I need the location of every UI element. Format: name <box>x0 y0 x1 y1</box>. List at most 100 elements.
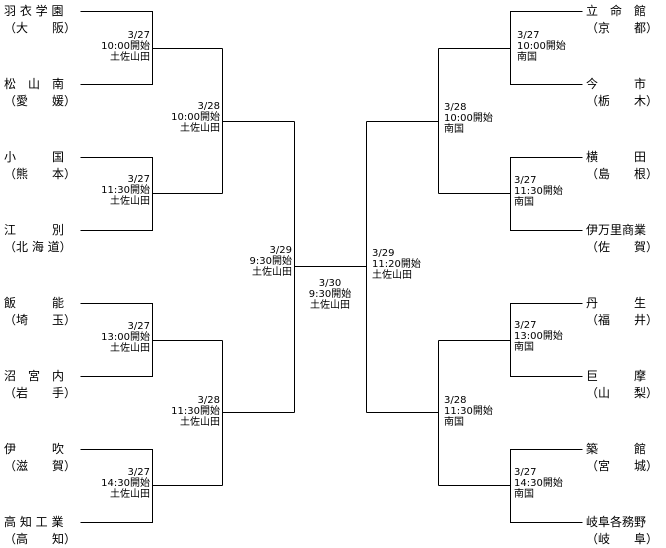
match-time: 14:30開始 <box>101 478 150 489</box>
team-prefecture: （福 井） <box>586 313 659 327</box>
match-time: 11:30開始 <box>101 185 150 196</box>
match-venue: 土佐山田 <box>372 270 412 281</box>
match-time: 10:00開始 <box>444 113 493 124</box>
match-date: 3/27 <box>514 467 537 478</box>
match-venue: 土佐山田 <box>310 300 350 311</box>
final-match: 3/30 9:30開始 土佐山田 <box>298 278 362 311</box>
team-prefecture: （滋 賀） <box>4 459 77 473</box>
left-r1-match-4: 3/27 14:30開始 土佐山田 <box>90 467 150 500</box>
match-time: 10:00開始 <box>171 112 220 123</box>
match-date: 3/29 <box>269 245 292 256</box>
team-name: 岐阜各務野 <box>586 515 647 529</box>
bracket-line-lsf <box>294 121 367 413</box>
team-prefecture: （北 海 道） <box>4 240 72 254</box>
team-name: 江 別 <box>4 223 65 237</box>
match-time: 9:30開始 <box>308 289 352 300</box>
match-venue: 土佐山田 <box>110 343 150 354</box>
team-prefecture: （愛 媛） <box>4 94 77 108</box>
right-r1-match-2: 3/27 11:30開始 南国 <box>514 175 578 208</box>
match-time: 11:20開始 <box>372 259 421 270</box>
match-venue: 南国 <box>517 52 537 63</box>
match-venue: 南国 <box>514 197 534 208</box>
match-venue: 土佐山田 <box>110 52 150 63</box>
match-date: 3/27 <box>514 320 537 331</box>
team-prefecture: （岐 阜） <box>586 532 659 546</box>
match-time: 13:00開始 <box>514 331 563 342</box>
team-prefecture: （高 知） <box>4 532 77 546</box>
bracket-line-l2-b <box>222 340 295 486</box>
team-name: 伊 吹 <box>4 442 65 456</box>
match-venue: 土佐山田 <box>110 196 150 207</box>
team-name: 羽 衣 学 園 <box>4 4 64 18</box>
left-r1-match-1: 3/27 10:00開始 土佐山田 <box>90 30 150 63</box>
team-name: 丹 生 <box>586 296 647 310</box>
match-venue: 土佐山田 <box>110 489 150 500</box>
bracket-line-l1-c <box>80 303 223 377</box>
match-venue: 土佐山田 <box>180 417 220 428</box>
right-semifinal: 3/29 11:20開始 土佐山田 <box>372 248 436 281</box>
left-r1-match-2: 3/27 11:30開始 土佐山田 <box>90 174 150 207</box>
match-time: 14:30開始 <box>514 478 563 489</box>
match-date: 3/28 <box>444 395 467 406</box>
match-venue: 土佐山田 <box>180 123 220 134</box>
left-r2-match-1: 3/28 10:00開始 土佐山田 <box>160 101 220 134</box>
team-prefecture: （栃 木） <box>586 94 659 108</box>
match-time: 11:30開始 <box>171 406 220 417</box>
team-prefecture: （佐 賀） <box>586 240 659 254</box>
bracket-line-r2-a <box>366 48 439 194</box>
team-prefecture: （埼 玉） <box>4 313 77 327</box>
left-semifinal: 3/29 9:30開始 土佐山田 <box>232 245 292 278</box>
right-r1-match-3: 3/27 13:00開始 南国 <box>514 320 578 353</box>
team-prefecture: （京 都） <box>586 21 659 35</box>
team-name: 立 命 館 <box>586 4 647 18</box>
team-name: 横 田 <box>586 150 647 164</box>
right-r2-match-2: 3/28 11:30開始 南国 <box>444 395 508 428</box>
match-date: 3/28 <box>197 101 220 112</box>
team-name: 伊万里商業 <box>586 223 647 237</box>
team-name: 高 知 工 業 <box>4 515 64 529</box>
right-r2-match-1: 3/28 10:00開始 南国 <box>444 102 508 135</box>
right-r1-match-4: 3/27 14:30開始 南国 <box>514 467 578 500</box>
team-prefecture: （岩 手） <box>4 386 77 400</box>
match-venue: 土佐山田 <box>252 267 292 278</box>
bracket-line-r1-c <box>438 303 583 377</box>
team-name: 築 館 <box>586 442 647 456</box>
left-r1-match-3: 3/27 13:00開始 土佐山田 <box>90 321 150 354</box>
team-name: 巨 摩 <box>586 369 647 383</box>
bracket-line-r1-b <box>438 157 583 231</box>
match-venue: 南国 <box>514 342 534 353</box>
team-prefecture: （島 根） <box>586 167 659 181</box>
team-prefecture: （宮 城） <box>586 459 659 473</box>
match-time: 10:00開始 <box>517 41 566 52</box>
bracket-line-l1-a <box>80 11 223 85</box>
match-date: 3/27 <box>127 467 150 478</box>
team-name: 沼 宮 内 <box>4 369 65 383</box>
left-r2-match-2: 3/28 11:30開始 土佐山田 <box>160 395 220 428</box>
team-prefecture: （山 梨） <box>586 386 659 400</box>
match-date: 3/28 <box>444 102 467 113</box>
team-name: 松 山 南 <box>4 77 65 91</box>
bracket-line-r1-d <box>438 449 583 523</box>
match-date: 3/27 <box>514 175 537 186</box>
match-date: 3/27 <box>127 30 150 41</box>
match-venue: 南国 <box>514 489 534 500</box>
match-date: 3/28 <box>197 395 220 406</box>
right-r1-match-1: 3/27 10:00開始 南国 <box>517 30 581 63</box>
bracket-line-r1-a <box>438 11 583 85</box>
match-time: 13:00開始 <box>101 332 150 343</box>
bracket-line-r2-b <box>366 340 439 486</box>
match-date: 3/30 <box>318 278 342 289</box>
match-time: 10:00開始 <box>101 41 150 52</box>
team-name: 今 市 <box>586 77 647 91</box>
team-name: 飯 能 <box>4 296 65 310</box>
match-date: 3/27 <box>517 30 540 41</box>
team-prefecture: （熊 本） <box>4 167 77 181</box>
team-prefecture: （大 阪） <box>4 21 77 35</box>
team-name: 小 国 <box>4 150 65 164</box>
match-date: 3/29 <box>372 248 395 259</box>
bracket-line-l1-b <box>80 157 223 231</box>
match-venue: 南国 <box>444 417 464 428</box>
match-venue: 南国 <box>444 124 464 135</box>
